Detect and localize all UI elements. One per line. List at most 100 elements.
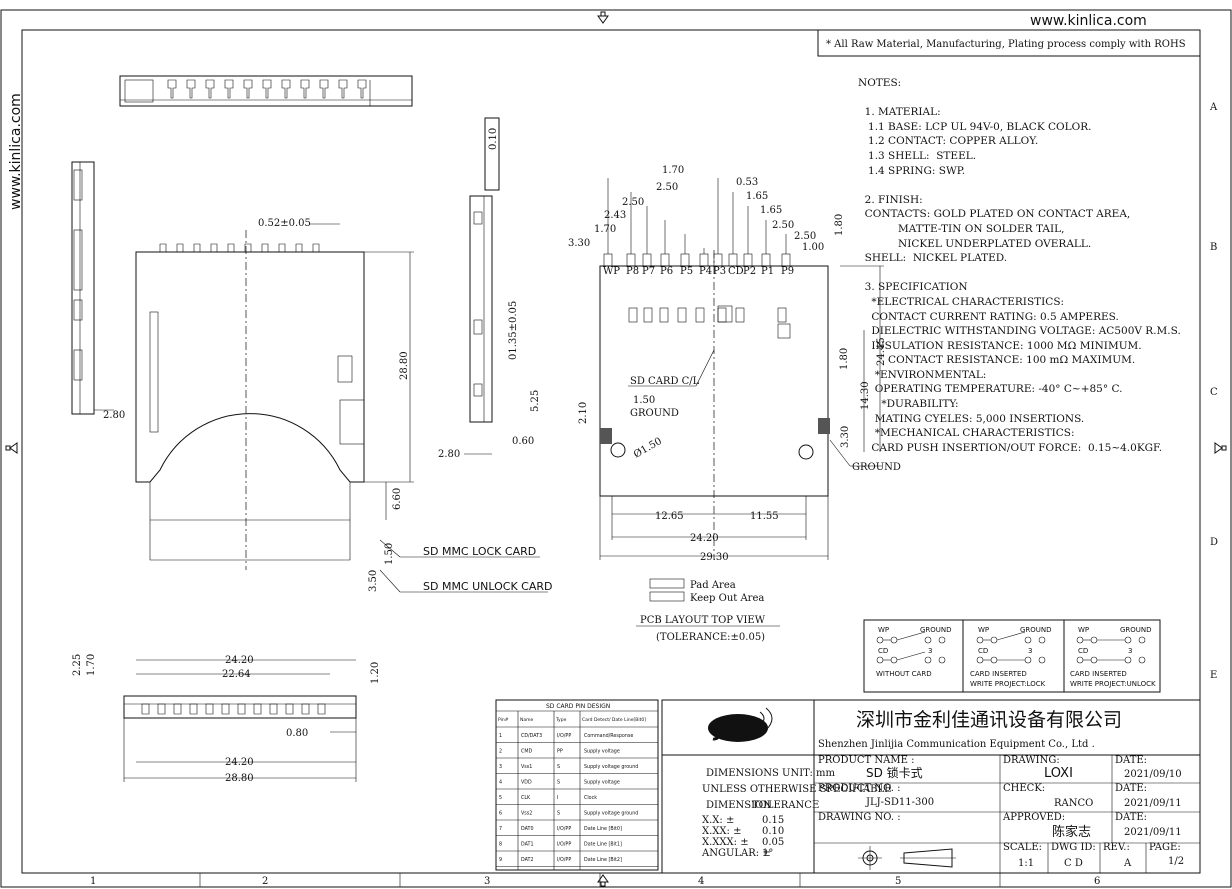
dim-1.00: 1.00 (802, 242, 824, 253)
dim-1.50-lock: 1.50 (384, 543, 395, 565)
keep-out-pad (628, 307, 638, 323)
contact-pin (237, 703, 246, 715)
product-name: SD 锁卡式 (866, 765, 923, 780)
keep-out-legend: Keep Out Area (690, 593, 764, 604)
note-line: OPERATING TEMPERATURE: -40° C~+85° C. (858, 383, 1123, 396)
contact-pin (193, 243, 201, 252)
contact-pin (243, 79, 253, 99)
pcb-pad (761, 253, 771, 267)
drawing-no-label: DRAWING NO. : (818, 812, 901, 823)
contact-pin (312, 243, 320, 252)
dim-diameter: Ø1.50 (632, 436, 664, 461)
pin-table-header: Name (520, 717, 534, 723)
contact-pin (224, 79, 234, 99)
pin-table-cell: S (557, 780, 560, 786)
tolerance-key: ANGULAR: ± (701, 848, 771, 859)
pin-table-cell: Supply voltage ground (584, 811, 638, 817)
outer-border (0, 9, 1232, 888)
note-line: 1.3 SHELL: STEEL. (858, 149, 977, 162)
dim-28.80-bottom: 28.80 (225, 773, 254, 784)
keep-out-pad (677, 307, 687, 323)
switch-ground-label: GROUND (1120, 626, 1152, 634)
dim-1.65-a: 1.65 (746, 191, 768, 202)
dim-0.80: 0.80 (286, 728, 308, 739)
switch-caption: WRITE PROJECT:LOCK (970, 680, 1046, 688)
dim-1.80-mid: 1.80 (839, 348, 850, 370)
contact-pin (338, 79, 348, 99)
pin-table-cell: DAT2 (521, 857, 534, 863)
contact-pin (295, 243, 303, 252)
pcb-pad (660, 253, 670, 267)
switch-caption: WITHOUT CARD (876, 670, 932, 678)
dim-1.70-bottom: 1.70 (86, 654, 97, 676)
pin-table-cell: I/O/PP (557, 842, 571, 848)
right-side-view: 0.10 01.35±0.05 5.25 0.60 2.80 (438, 117, 541, 460)
switch-cd-label: CD (1078, 647, 1088, 655)
dim-2.50-c: 2.50 (772, 220, 794, 231)
drawing-label: DRAWING: (1003, 755, 1060, 766)
pin-table-cell: 5 (499, 795, 502, 801)
contact-pin (210, 243, 218, 252)
note-line: *ENVIRONMENTAL: (858, 368, 987, 381)
pin-label: P6 (660, 266, 673, 277)
company-logo: JLJ (708, 707, 773, 742)
dim-0.53: 0.53 (736, 177, 758, 188)
date-label-2: DATE: (1115, 783, 1147, 794)
pin-table-cell: 7 (499, 826, 502, 832)
scale-label: SCALE: (1003, 842, 1042, 853)
pin-table-cell: 1 (499, 733, 502, 739)
pcb-pad (743, 253, 753, 267)
pin-table-cell: Supply voltage (584, 749, 620, 755)
dim-1.80-top: 1.80 (834, 214, 845, 236)
centering-arrow-icons (5, 11, 1227, 887)
pin-table-cell: 8 (499, 842, 502, 848)
dim-2.25: 2.25 (72, 654, 83, 676)
date-1: 2021/09/10 (1124, 769, 1182, 780)
contact-pin (186, 79, 196, 99)
dim-29.30: 29.30 (700, 552, 729, 563)
keep-out-pad (643, 307, 653, 323)
zone-row-d: D (1210, 537, 1218, 548)
pcb-pad (713, 253, 723, 267)
tolerance-value: 0.05 (762, 837, 784, 848)
tolerance-value: 0.10 (762, 826, 784, 837)
contact-pin (300, 79, 310, 99)
keep-out-pad (735, 307, 745, 323)
switch-wp-label: WP (878, 626, 889, 634)
ground-label-right: GROUND (852, 462, 901, 473)
scale-value: 1:1 (1018, 858, 1034, 869)
note-line: CONTACTS: GOLD PLATED ON CONTACT AREA, (858, 208, 1131, 221)
sd-card-cl-label: SD CARD C/L (630, 376, 700, 387)
dim-0.10: 0.10 (488, 128, 499, 150)
projection-symbol-icon (858, 846, 956, 870)
pin-label: P2 (743, 266, 756, 277)
contact-pin (221, 703, 230, 715)
rev-label: REV.: (1103, 842, 1130, 853)
dim-3.50: 3.50 (368, 570, 379, 592)
zone-col-2: 2 (262, 876, 268, 887)
switch-caption: WRITE PROJECT:UNLOCK (1070, 680, 1156, 688)
dwg-id-value: C D (1064, 858, 1083, 869)
pcb-tolerance: (TOLERANCE:±0.05) (656, 632, 765, 643)
dim-1.35: 01.35±0.05 (508, 301, 519, 360)
approved-by: 陈家志 (1052, 824, 1091, 840)
pcb-pad (699, 253, 709, 267)
pin-table-cell: 6 (499, 811, 502, 817)
pcb-title: PCB LAYOUT TOP VIEW (640, 615, 766, 626)
pin-label: P9 (781, 266, 794, 277)
dimensions-unit: DIMENSIONS UNIT: mm (706, 768, 836, 779)
contact-pin (301, 703, 310, 715)
pin-table-cell: I/O/PP (557, 826, 571, 832)
connector-front-view: 0.52±0.05 28.80 6.60 1.50 3.50 SD MMC LO… (135, 218, 553, 593)
tolerance-value: 1° (762, 848, 773, 859)
note-line: 1.1 BASE: LCP UL 94V-0, BLACK COLOR. (858, 120, 1092, 133)
unlock-card-label: SD MMC UNLOCK CARD (423, 580, 553, 593)
date-2: 2021/09/11 (1124, 798, 1182, 809)
pin-label: P8 (626, 266, 639, 277)
pin-table-cell: VDD (521, 780, 532, 786)
zone-row-c: C (1210, 387, 1218, 398)
zone-col-4: 4 (698, 876, 704, 887)
note-line: MATING CYELES: 5,000 INSERTIONS. (858, 412, 1085, 425)
